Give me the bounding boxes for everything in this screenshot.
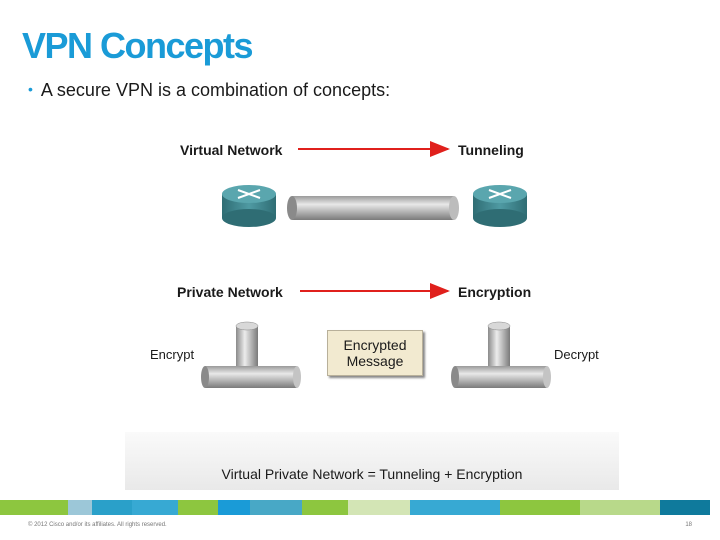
footer-bar-segment (580, 500, 660, 515)
footer-bar-segment (0, 500, 68, 515)
copyright-text: © 2012 Cisco and/or its affiliates. All … (28, 522, 167, 528)
tunnel-pipe (287, 196, 459, 220)
message-line-1: Encrypted (343, 337, 407, 353)
footer-bar-segment (218, 500, 250, 515)
footer-bar-segment (250, 500, 302, 515)
page-number: 18 (685, 522, 692, 528)
decrypt-pipe (451, 321, 551, 388)
equation-text: Virtual Private Network = Tunneling + En… (221, 466, 523, 482)
bullet-item: • A secure VPN is a combination of concep… (28, 80, 390, 101)
encryption-label: Encryption (458, 284, 532, 300)
footer-bar-segment (68, 500, 92, 515)
tunneling-label: Tunneling (458, 142, 524, 158)
footer-bar-segment (132, 500, 178, 515)
footer-bar-segment (660, 500, 710, 515)
bullet-dot: • (28, 81, 33, 97)
virtual-network-label: Virtual Network (180, 142, 283, 158)
encrypted-message-box: Encrypted Message (327, 330, 423, 376)
bullet-text: A secure VPN is a combination of concept… (40, 80, 391, 100)
equation-panel: Virtual Private Network = Tunneling + En… (125, 432, 619, 490)
footer-bar-segment (348, 500, 410, 515)
footer-bar-segment (410, 500, 500, 515)
slide-title: VPN Concepts (22, 25, 254, 66)
router-icon-left (222, 185, 276, 227)
footer-bar-segment (92, 500, 132, 515)
footer-bar-segment (178, 500, 218, 515)
footer-bar-segment (500, 500, 580, 515)
message-line-2: Message (346, 353, 404, 369)
footer-color-bar (0, 500, 720, 515)
decrypt-label: Decrypt (554, 347, 599, 362)
private-network-label: Private Network (177, 284, 283, 300)
router-icon-right (473, 185, 527, 227)
footer-bar-segment (302, 500, 348, 515)
encrypt-pipe (201, 321, 301, 388)
encrypt-label: Encrypt (150, 347, 195, 362)
